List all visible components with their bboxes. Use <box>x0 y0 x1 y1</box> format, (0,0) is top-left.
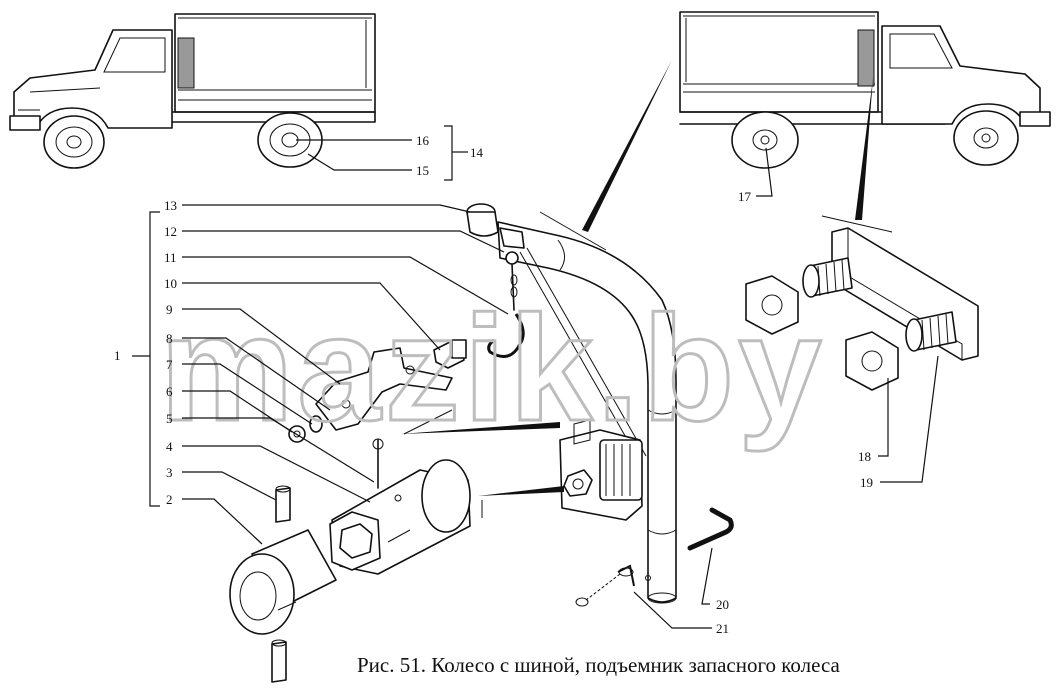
callout-13: 13 <box>164 198 177 213</box>
callout-14: 14 <box>470 145 484 160</box>
callout-17: 17 <box>738 189 752 204</box>
callout-7: 7 <box>166 357 173 372</box>
front-wheel-right <box>953 110 1019 166</box>
leader-lines <box>132 125 939 629</box>
callout-16: 16 <box>416 133 430 148</box>
callout-9: 9 <box>166 302 173 317</box>
truck-left <box>9 13 376 169</box>
pin-21 <box>575 564 635 607</box>
plate-8-9 <box>315 347 453 431</box>
handle-20 <box>687 507 734 551</box>
hook-11 <box>487 313 525 358</box>
pin-bottom <box>271 641 287 683</box>
front-wheel-left <box>43 115 105 169</box>
callout-3: 3 <box>166 465 173 480</box>
rear-wheel-right <box>731 111 799 169</box>
callout-8: 8 <box>166 331 173 346</box>
bracket-plate-19 <box>802 227 979 361</box>
callout-2: 2 <box>166 492 173 507</box>
bushing-2 <box>229 529 337 635</box>
winch-mechanism <box>559 419 643 521</box>
pointer-wedge-lifter <box>582 60 672 232</box>
callout-21: 21 <box>716 621 729 636</box>
callout-20: 20 <box>716 597 729 612</box>
truck-right <box>679 11 1051 169</box>
figure-caption: Рис. 51. Колесо с шиной, подъемник запас… <box>357 653 840 677</box>
callout-numbers: 1 2 3 4 5 6 7 8 9 10 11 12 13 14 15 16 1… <box>114 133 873 636</box>
bracket-12 <box>499 227 525 249</box>
callout-12: 12 <box>164 224 177 239</box>
callout-1: 1 <box>114 348 121 363</box>
sleeve-4 <box>329 459 471 575</box>
callout-5: 5 <box>166 411 173 426</box>
pointer-wedge-bracket <box>855 78 873 220</box>
cap-13 <box>466 203 499 237</box>
watermark: mazik.by <box>160 284 826 452</box>
callout-6: 6 <box>166 384 173 399</box>
callout-4: 4 <box>166 439 173 454</box>
bolt-10 <box>433 339 467 369</box>
callout-18: 18 <box>858 449 871 464</box>
pin-3 <box>275 487 291 523</box>
callout-10: 10 <box>164 276 177 291</box>
washer-7 <box>309 415 323 433</box>
callout-19: 19 <box>860 475 873 490</box>
callout-15: 15 <box>416 163 429 178</box>
callout-11: 11 <box>164 250 177 265</box>
nut-18 <box>745 275 899 391</box>
